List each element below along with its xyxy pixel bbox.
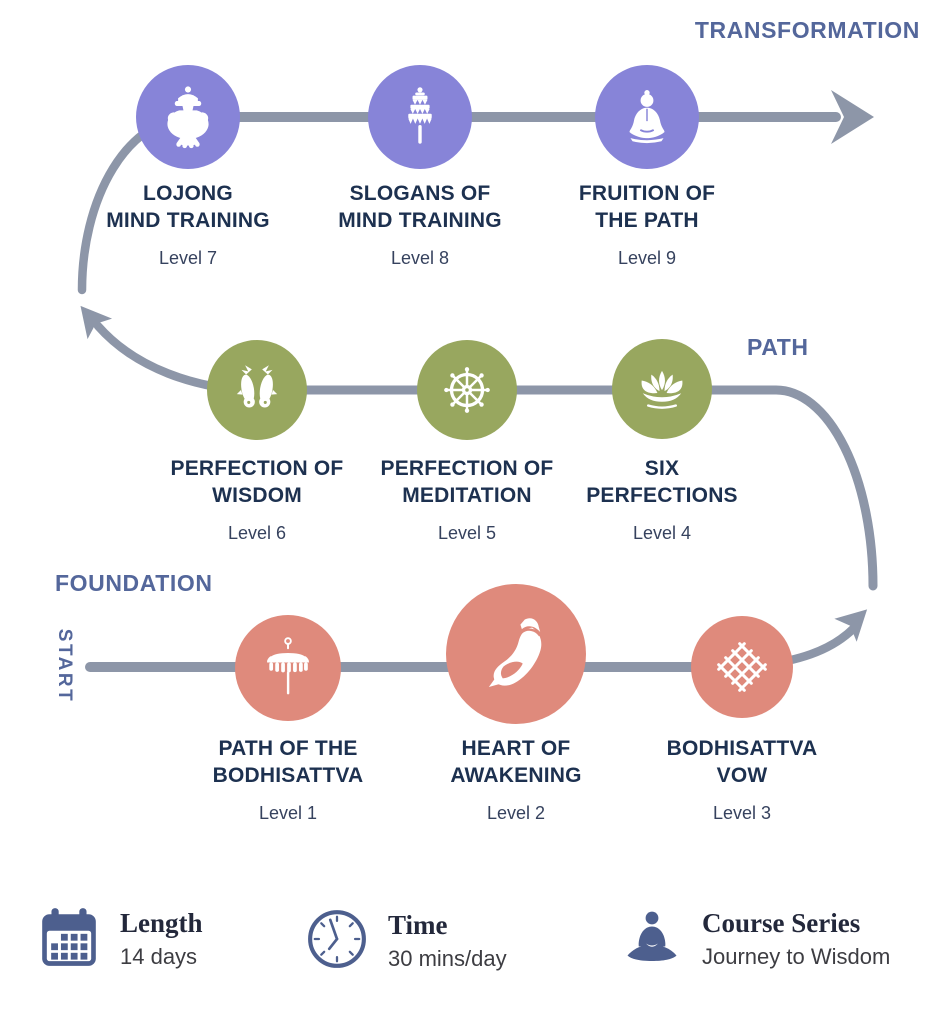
length-label: Length	[120, 908, 203, 938]
lotus-icon	[641, 370, 683, 409]
meditator-icon	[627, 911, 677, 961]
path-arrowhead-icon	[80, 305, 113, 340]
calendar-icon	[42, 908, 96, 966]
node-label-level-1: PATH OF THE BODHISATTVA Level 1	[212, 737, 364, 823]
node-label-level-6: PERFECTION OF WISDOM Level 6	[170, 457, 344, 543]
node-level-9	[595, 65, 699, 169]
conch-shell-icon	[488, 618, 542, 687]
node-label-level-9: FRUITION OF THE PATH Level 9	[578, 182, 716, 268]
node-level-3	[691, 616, 793, 718]
node-level-6	[207, 340, 307, 440]
footer-time: Time 30 mins/day	[306, 908, 507, 972]
length-value: 14 days	[120, 944, 198, 969]
node-level-7	[136, 65, 240, 169]
buddha-icon	[629, 90, 665, 144]
node-level-4	[612, 339, 712, 439]
course-series-value: Journey to Wisdom	[702, 944, 891, 969]
start-label: START	[54, 628, 75, 704]
footer-course-series: Course Series Journey to Wisdom	[622, 906, 890, 970]
parasol-icon	[267, 637, 309, 695]
treasure-vase-icon	[167, 86, 209, 149]
node-level-5	[417, 340, 517, 440]
clock-icon	[308, 910, 366, 968]
foundation-arrowhead-icon	[834, 609, 868, 642]
node-label-level-7: LOJONG MIND TRAINING Level 7	[106, 182, 270, 268]
node-label-level-8: SLOGANS OF MIND TRAINING Level 8	[338, 182, 502, 268]
stage-label-transformation: TRANSFORMATION	[694, 17, 920, 43]
path-row-line-and-right-curve	[252, 385, 878, 591]
endless-knot-icon	[717, 642, 767, 692]
stage-label-path: PATH	[747, 334, 809, 360]
course-series-label: Course Series	[702, 908, 861, 938]
dharma-wheel-icon	[444, 367, 490, 413]
footer-length: Length 14 days	[38, 906, 203, 972]
time-label: Time	[388, 910, 448, 940]
node-level-1	[235, 615, 341, 721]
transformation-arrowhead-icon	[831, 90, 874, 144]
node-level-2	[446, 584, 586, 724]
node-label-level-5: PERFECTION OF MEDITATION Level 5	[380, 457, 554, 543]
victory-banner-icon	[408, 87, 432, 144]
node-label-level-4: SIX PERFECTIONS Level 4	[586, 457, 738, 543]
node-label-level-3: BODHISATTVA VOW Level 3	[666, 737, 818, 823]
node-label-level-2: HEART OF AWAKENING Level 2	[450, 737, 582, 823]
time-value: 30 mins/day	[388, 946, 507, 971]
node-level-8	[368, 65, 472, 169]
stage-label-foundation: FOUNDATION	[55, 570, 213, 596]
golden-fishes-icon	[236, 365, 278, 408]
